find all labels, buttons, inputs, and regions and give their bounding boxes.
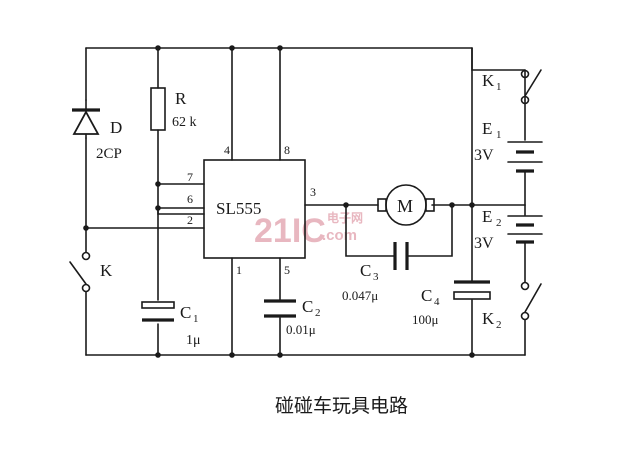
motor-brush-right: [425, 198, 435, 212]
junction-dot: [449, 202, 455, 208]
switch-k1-name: K: [482, 71, 495, 90]
junction-dot: [469, 202, 475, 208]
junction-dot: [229, 352, 235, 358]
switch-k-contact-bottom: [81, 283, 91, 293]
junction-dot: [155, 45, 161, 51]
e2-value: 3V: [474, 235, 494, 252]
switch-k1-contact-top: [520, 69, 530, 79]
switch-k-name: K: [100, 261, 113, 280]
pin4-label: 4: [224, 143, 230, 157]
e2-name: E: [482, 207, 492, 226]
pin5-label: 5: [284, 263, 290, 277]
pin1-label: 1: [236, 263, 242, 277]
c3-name: C: [360, 261, 371, 280]
c1-name: C: [180, 303, 191, 322]
battery-e1: E 1 3V: [474, 119, 543, 173]
junction-dot: [469, 352, 475, 358]
resistor-value: 62 k: [172, 115, 197, 130]
junction-dot: [155, 205, 161, 211]
ic-sl555: SL555 4 8 7 6 2 3 1 5: [187, 143, 316, 277]
ic-body: [203, 159, 306, 259]
capacitor-c3: C 3 0.047μ: [342, 242, 409, 303]
ic-label: SL555: [216, 199, 261, 218]
c1-value: 1μ: [186, 333, 201, 348]
pin2-label: 2: [187, 213, 193, 227]
c2-sub: 2: [315, 307, 321, 319]
resistor-name: R: [175, 89, 187, 108]
junctions: [83, 45, 475, 358]
junction-dot: [83, 225, 89, 231]
diode-d: D 2CP: [72, 99, 122, 162]
switch-k2-contact-bottom: [520, 311, 530, 321]
c3-left-wire: [345, 204, 395, 257]
switch-k2-sub: 2: [496, 319, 502, 331]
switch-k-contact-top: [81, 251, 91, 261]
watermark-brand: 21IC: [254, 212, 326, 250]
e1-sub: 1: [496, 129, 502, 141]
k1-feed: [471, 47, 526, 71]
junction-dot: [277, 45, 283, 51]
pin2-link: [157, 207, 205, 215]
motor-m: M: [377, 184, 435, 226]
resistor-r: R 62 k: [150, 87, 197, 131]
c3-value: 0.047μ: [342, 288, 378, 303]
switch-k: K: [69, 251, 113, 293]
switch-k2: K 2: [482, 281, 542, 331]
watermark-domain: .com: [322, 227, 357, 244]
switch-k-blade: [69, 261, 87, 285]
pin6-label: 6: [187, 192, 193, 206]
junction-dot: [155, 352, 161, 358]
pin3-label: 3: [310, 185, 316, 199]
junction-dot: [229, 45, 235, 51]
e2-sub: 2: [496, 217, 502, 229]
e1-name: E: [482, 119, 492, 138]
c4-name: C: [421, 286, 432, 305]
pin7-label: 7: [187, 170, 193, 184]
e1-value: 3V: [474, 147, 494, 164]
motor-brush-left: [377, 198, 387, 212]
watermark: 21IC 电子网 .com: [254, 210, 363, 250]
junction-dot: [277, 352, 283, 358]
c2-name: C: [302, 297, 313, 316]
diode-triangle: [72, 110, 100, 135]
wiring: [85, 47, 526, 356]
c1-plate-top: [141, 301, 175, 309]
diagram-caption: 碰碰车玩具电路: [275, 395, 408, 417]
resistor-body: [150, 87, 166, 131]
c1-sub: 1: [193, 313, 199, 325]
pin8-label: 8: [284, 143, 290, 157]
switch-k1-blade: [524, 69, 542, 97]
switch-k2-name: K: [482, 309, 495, 328]
watermark-cn: 电子网: [327, 210, 363, 225]
switch-k2-contact-top: [520, 281, 530, 291]
capacitor-c4: C 4 100μ: [412, 280, 491, 327]
switch-k2-blade: [524, 283, 542, 313]
battery-e2: E 2 3V: [474, 207, 543, 252]
capacitor-c2: C 2 0.01μ: [264, 297, 321, 337]
switch-k1: K 1: [482, 69, 542, 105]
c4-sub: 4: [434, 296, 440, 308]
junction-dot: [155, 181, 161, 187]
diode-name: D: [110, 118, 122, 137]
capacitor-c1: C 1 1μ: [141, 301, 201, 348]
motor-name: M: [397, 196, 413, 216]
c2-value: 0.01μ: [286, 322, 316, 337]
junction-dot: [343, 202, 349, 208]
c3-right-wire: [407, 204, 453, 257]
c3-sub: 3: [373, 271, 379, 283]
diode-value: 2CP: [96, 146, 122, 162]
c4-plate-bottom: [453, 291, 491, 300]
c4-value: 100μ: [412, 312, 439, 327]
switch-k1-sub: 1: [496, 81, 502, 93]
